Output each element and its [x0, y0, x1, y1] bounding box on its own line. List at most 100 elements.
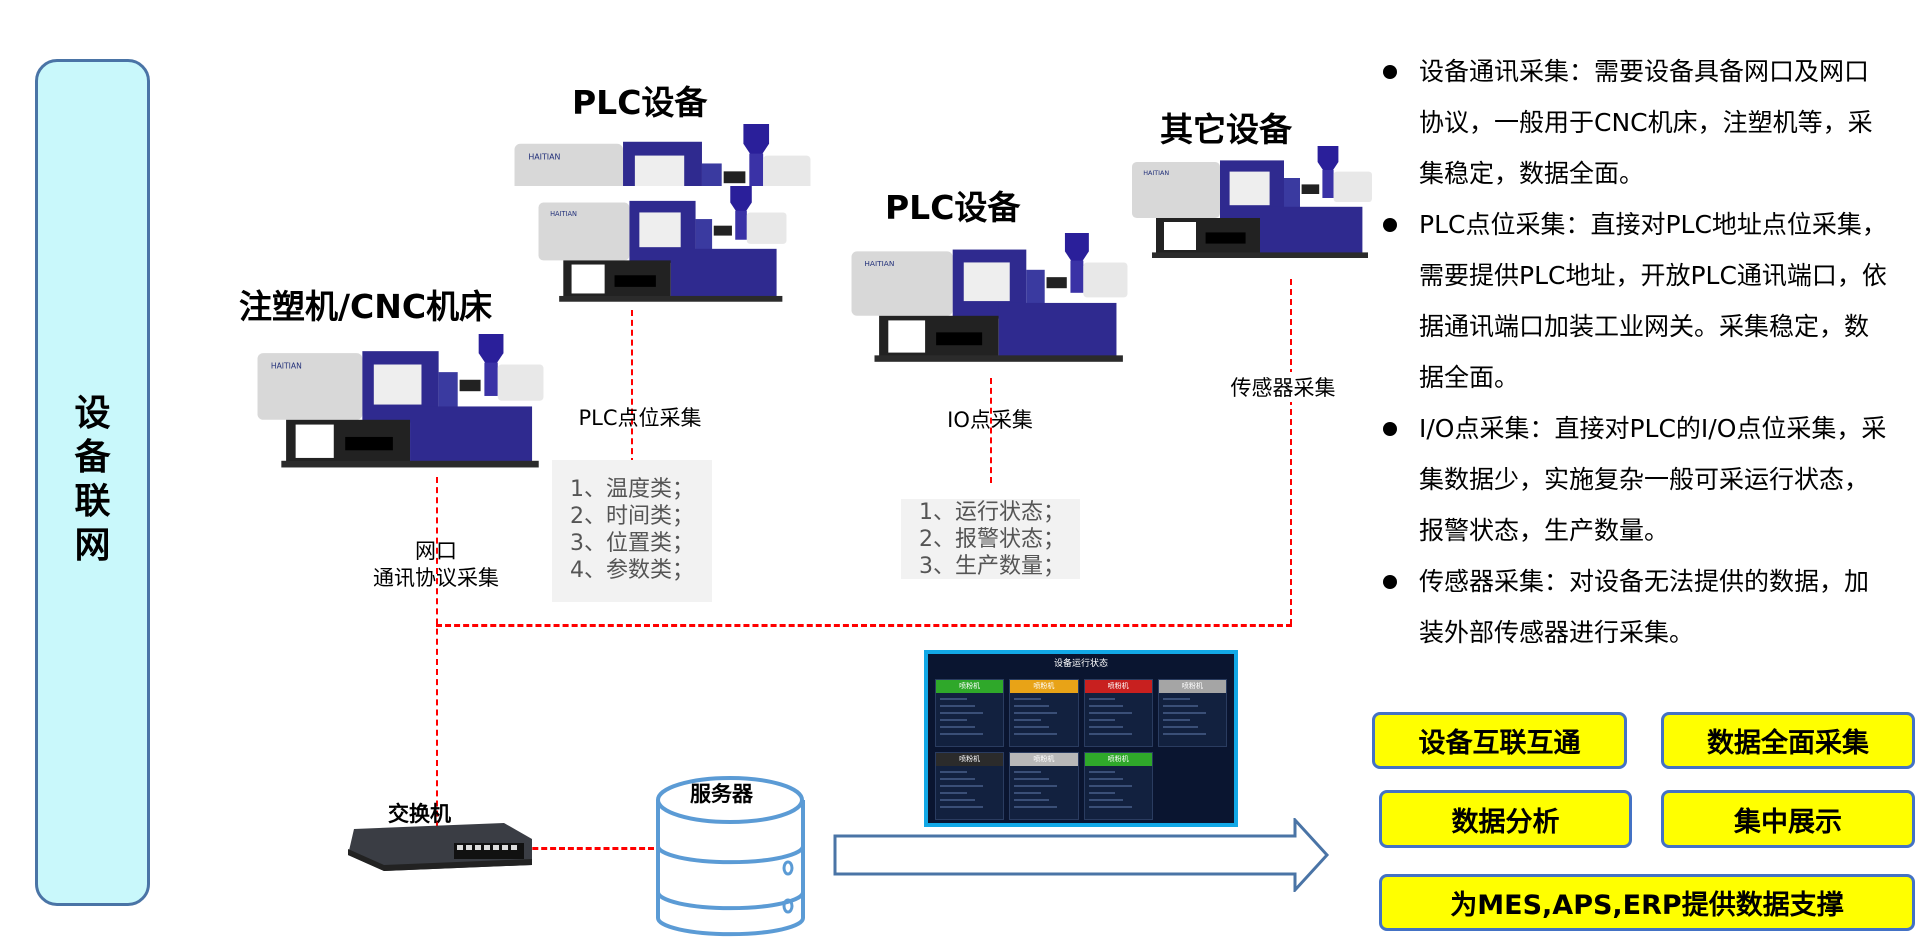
- plc-points-list: 1、温度类； 2、时间类； 3、位置类； 4、参数类；: [552, 460, 712, 602]
- network-label-line1: 网口: [415, 539, 457, 563]
- bullet-item: 设备通讯采集：需要设备具备网口及网口协议，一般用于CNC机床，注塑机等，采集稳定…: [1383, 46, 1889, 199]
- dashboard-card-line: [940, 799, 975, 801]
- right-arrow-icon: [833, 818, 1330, 892]
- plc-device-title-2: PLC设备: [885, 188, 1021, 227]
- dashboard-card-line: [1162, 712, 1206, 714]
- dashboard-card-line: [1014, 698, 1042, 700]
- dashboard-card-line: [1162, 698, 1190, 700]
- plc-list-item: 2、时间类；: [570, 504, 694, 529]
- bullet-dot-icon: [1383, 218, 1397, 232]
- dashboard-card-header: 喷粉机: [1010, 753, 1078, 766]
- io-points-list: 1、运行状态； 2、报警状态； 3、生产数量；: [901, 499, 1080, 579]
- dashboard-machine-card: 喷粉机: [1157, 679, 1227, 747]
- dashboard-card-line: [940, 806, 984, 808]
- other-machine-image: [1132, 146, 1372, 258]
- plc-machine-top-image: [514, 124, 811, 186]
- dashboard-card-line: [940, 726, 975, 728]
- dashboard-card-line: [1088, 726, 1124, 728]
- dashboard-card-line: [940, 719, 967, 721]
- dashboard-card-line: [1014, 785, 1058, 787]
- dashboard-machine-card: 喷粉机: [935, 752, 1005, 820]
- dashboard-card-line: [1162, 733, 1206, 735]
- server-label: 服务器: [690, 782, 753, 806]
- dashboard-card-line: [1088, 698, 1116, 700]
- bullet-text: PLC点位采集：直接对PLC地址点位采集，需要提供PLC地址，开放PLC通讯端口…: [1419, 210, 1887, 392]
- io-list-item: 1、运行状态；: [919, 500, 1065, 525]
- dashboard-card-line: [1014, 778, 1050, 780]
- dashboard-card-line: [1014, 719, 1042, 721]
- sidebar-label: 设备联网: [74, 393, 111, 566]
- dashboard-card-header: 喷粉机: [1084, 680, 1152, 693]
- dashboard-card-line: [940, 778, 975, 780]
- network-switch-icon: [348, 823, 532, 871]
- bullet-dot-icon: [1383, 422, 1397, 436]
- cnc-machine-image: [257, 334, 544, 468]
- bullet-item: I/O点采集：直接对PLC的I/O点位采集，采集数据少，实施复杂一般可采运行状态…: [1383, 403, 1889, 556]
- dashboard-card-line: [1014, 806, 1058, 808]
- dashboard-machine-card: 喷粉机: [935, 679, 1005, 747]
- network-label: 网口 通讯协议采集: [356, 538, 516, 592]
- benefit-full-collection: 数据全面采集: [1661, 712, 1915, 769]
- dashboard-card-line: [940, 785, 984, 787]
- bus-connector-line: [436, 624, 1292, 627]
- switch-label: 交换机: [388, 802, 451, 826]
- dashboard-card-line: [1088, 733, 1132, 735]
- network-connector-line: [436, 477, 438, 857]
- bullet-text: 传感器采集：对设备无法提供的数据，加装外部传感器进行采集。: [1419, 567, 1870, 647]
- plc-points-label: PLC点位采集: [578, 406, 702, 430]
- plc-list-item: 3、位置类；: [570, 531, 694, 556]
- dashboard-card-line: [1162, 705, 1198, 707]
- dashboard-card-line: [1162, 719, 1190, 721]
- dashboard-card-header: 喷粉机: [1158, 680, 1226, 693]
- benefit-interconnect: 设备互联互通: [1372, 712, 1627, 769]
- plc-machine-image: [538, 186, 787, 302]
- dashboard-card-line: [940, 698, 967, 700]
- bullet-dot-icon: [1383, 65, 1397, 79]
- dashboard-card-line: [1014, 792, 1042, 794]
- io-points-label: IO点采集: [947, 408, 1033, 432]
- dashboard-card-line: [940, 733, 984, 735]
- dashboard-machine-card: 喷粉机: [1083, 679, 1153, 747]
- collection-methods-list: 设备通讯采集：需要设备具备网口及网口协议，一般用于CNC机床，注塑机等，采集稳定…: [1383, 46, 1889, 658]
- dashboard-card-line: [1162, 726, 1198, 728]
- dashboard-card-line: [1014, 726, 1050, 728]
- dashboard-card-line: [1088, 705, 1124, 707]
- dashboard-card-header: 喷粉机: [1010, 680, 1078, 693]
- dashboard-machine-card: 喷粉机: [1009, 752, 1079, 820]
- server-database-icon: [656, 776, 805, 937]
- dashboard-card-line: [1088, 785, 1132, 787]
- bullet-text: 设备通讯采集：需要设备具备网口及网口协议，一般用于CNC机床，注塑机等，采集稳定…: [1419, 57, 1873, 188]
- plc-list-item: 4、参数类；: [570, 558, 694, 583]
- network-label-line2: 通讯协议采集: [373, 566, 499, 590]
- dashboard-title: 设备运行状态: [1053, 659, 1108, 669]
- bullet-text: I/O点采集：直接对PLC的I/O点位采集，采集数据少，实施复杂一般可采运行状态…: [1419, 414, 1887, 545]
- dashboard-cards: 喷粉机喷粉机喷粉机喷粉机喷粉机喷粉机喷粉机: [931, 671, 1231, 820]
- dashboard-card-line: [1088, 799, 1124, 801]
- dashboard-machine-card: 喷粉机: [1083, 752, 1153, 820]
- bullet-item: 传感器采集：对设备无法提供的数据，加装外部传感器进行采集。: [1383, 556, 1889, 658]
- cnc-device-title: 注塑机/CNC机床: [239, 287, 493, 326]
- io-list-item: 3、生产数量；: [919, 554, 1065, 579]
- plc-list-item: 1、温度类；: [570, 477, 694, 502]
- bullet-dot-icon: [1383, 575, 1397, 589]
- dashboard-card-line: [940, 771, 967, 773]
- io-machine-image: [851, 233, 1128, 362]
- dashboard-card-header: 喷粉机: [936, 680, 1004, 693]
- dashboard-machine-card: 喷粉机: [1009, 679, 1079, 747]
- dashboard-card-line: [1088, 792, 1116, 794]
- dashboard-card-line: [1088, 712, 1132, 714]
- other-device-title: 其它设备: [1160, 110, 1292, 149]
- plc-connector-line: [631, 310, 633, 464]
- status-dashboard-screenshot: 设备运行状态 喷粉机喷粉机喷粉机喷粉机喷粉机喷粉机喷粉机: [924, 650, 1238, 827]
- bullet-item: PLC点位采集：直接对PLC地址点位采集，需要提供PLC地址，开放PLC通讯端口…: [1383, 199, 1889, 403]
- switch-server-line: [470, 847, 654, 850]
- benefit-mes-aps-erp: 为MES,APS,ERP提供数据支撑: [1379, 874, 1915, 931]
- io-list-item: 2、报警状态；: [919, 527, 1065, 552]
- dashboard-card-line: [940, 705, 975, 707]
- dashboard-card-line: [1014, 712, 1058, 714]
- dashboard-card-line: [940, 792, 967, 794]
- device-networking-sidebar: 设备联网: [35, 59, 150, 906]
- dashboard-card-line: [1088, 778, 1124, 780]
- dashboard-card-header: 喷粉机: [1084, 753, 1152, 766]
- sensor-connector-line: [1290, 279, 1292, 625]
